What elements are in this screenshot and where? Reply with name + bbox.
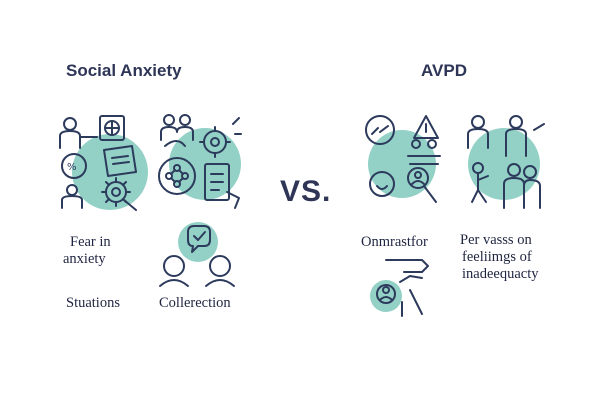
left-label-collection: Collerection <box>159 295 231 311</box>
social-anxiety-icon-group-1: % <box>59 115 148 211</box>
right-label-2-line-3: inadeequacty <box>462 266 539 282</box>
svg-text:%: % <box>67 162 77 173</box>
avpd-icon-group-1 <box>365 115 441 203</box>
person-presenting-icon <box>59 117 98 149</box>
right-label-onmrastfor: Onmrastfor <box>361 234 428 250</box>
left-label-situations: Stuations <box>66 295 120 311</box>
walking-person-icon <box>471 162 489 203</box>
link-icon <box>365 115 395 145</box>
hand-pointing-icon <box>370 259 429 317</box>
left-label-fear-line-1: Fear in <box>70 234 111 250</box>
social-anxiety-icon-group-2 <box>158 114 242 209</box>
vs-separator: VS. <box>280 175 332 208</box>
speech-bubble-check-icon <box>187 225 211 253</box>
right-label-2-line-1: Per vasss on <box>460 232 532 248</box>
right-title: AVPD <box>421 61 467 80</box>
right-label-2-line-2: feeliimgs of <box>462 249 532 265</box>
face-icon <box>205 255 235 287</box>
left-label-fear-line-2: anxiety <box>63 251 106 267</box>
face-icon <box>159 255 189 287</box>
speech-bubble-faces-icon <box>159 222 235 287</box>
left-title: Social Anxiety <box>66 61 182 80</box>
avpd-icon-group-2 <box>467 115 545 209</box>
